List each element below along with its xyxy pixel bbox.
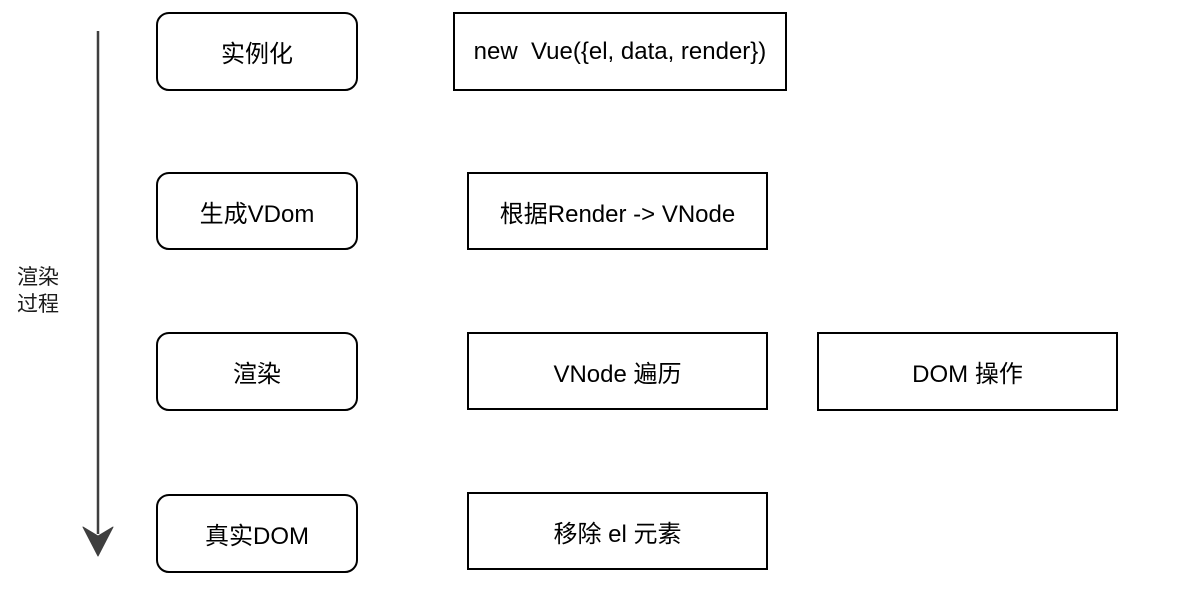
arrow-head-down-icon [82, 526, 114, 557]
node-instantiate-label: 实例化 [221, 41, 293, 68]
node-render-to-vnode-label: 根据Render -> VNode [499, 200, 736, 228]
node-generate-vdom-label: 生成VDom [199, 200, 315, 228]
node-real-dom-label: 真实DOM [205, 523, 309, 550]
node-remove-el: 移除 el 元素 [467, 492, 768, 570]
node-dom-operation-label: DOM 操作 [912, 361, 1023, 388]
node-remove-el-label: 移除 el 元素 [553, 520, 682, 548]
side-label-line1: 渲染 [17, 266, 59, 289]
node-render: 渲染 [156, 332, 358, 411]
node-generate-vdom: 生成VDom [156, 172, 358, 250]
node-real-dom: 真实DOM [156, 494, 358, 573]
side-label-line2: 过程 [17, 293, 59, 316]
node-dom-operation: DOM 操作 [817, 332, 1118, 411]
node-new-vue: new Vue({el, data, render}) [453, 12, 787, 91]
node-instantiate: 实例化 [156, 12, 358, 91]
node-new-vue-label: new Vue({el, data, render}) [473, 37, 767, 65]
node-render-to-vnode: 根据Render -> VNode [467, 172, 768, 250]
node-render-label: 渲染 [233, 361, 281, 388]
process-side-label: 渲染过程 [17, 264, 59, 318]
node-vnode-traverse-label: VNode 遍历 [553, 360, 682, 388]
node-vnode-traverse: VNode 遍历 [467, 332, 768, 410]
